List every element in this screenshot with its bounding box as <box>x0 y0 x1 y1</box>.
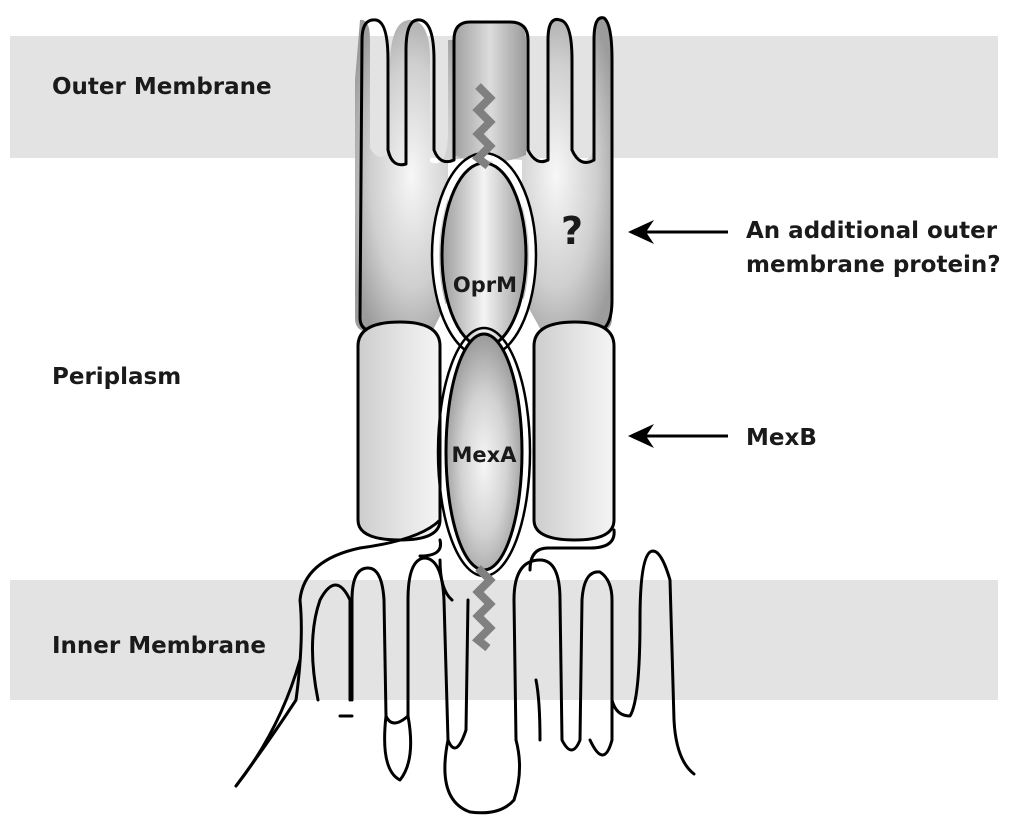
oprm-protein <box>442 163 526 347</box>
inner-membrane-label: Inner Membrane <box>52 633 266 659</box>
mexb-cylinder-right <box>534 322 614 540</box>
mexb-cylinder-left <box>358 322 440 540</box>
annotation-line1: An additional outer <box>746 218 998 244</box>
question-mark: ? <box>561 209 583 253</box>
oprm-label: OprM <box>453 273 517 297</box>
periplasm-label: Periplasm <box>52 364 181 390</box>
mexb-label: MexB <box>746 425 817 451</box>
outer-membrane-label: Outer Membrane <box>52 74 272 100</box>
arrow-to-mexb <box>628 424 728 448</box>
mexa-label: MexA <box>452 443 518 467</box>
arrow-to-question <box>628 220 728 244</box>
annotation-line2: membrane protein? <box>746 252 1001 278</box>
